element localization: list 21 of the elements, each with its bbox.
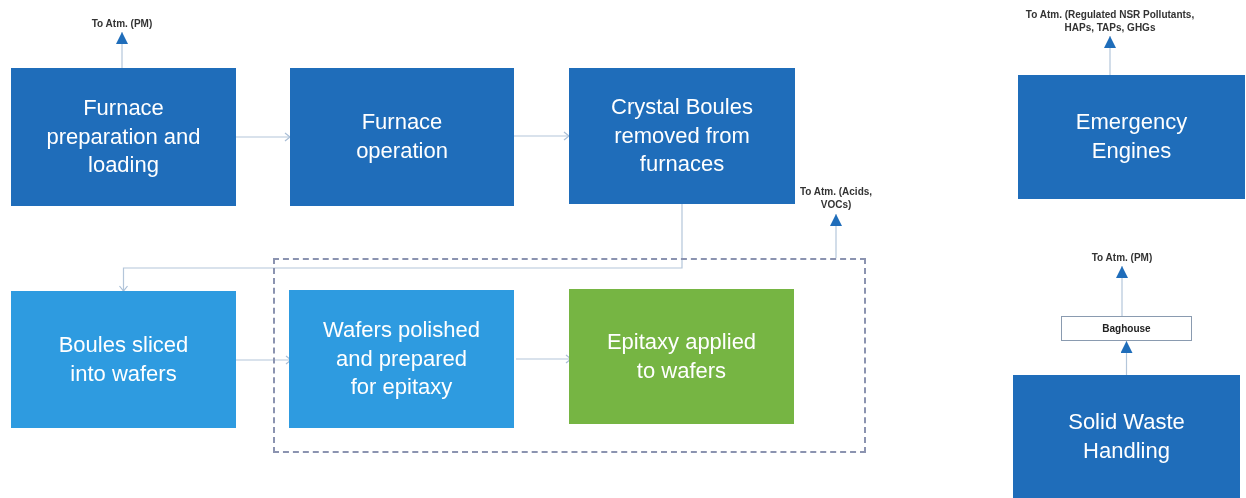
arrow <box>118 203 683 292</box>
emission-label: To Atm. (PM) <box>72 16 172 32</box>
process-box: Furnace operation <box>290 68 514 206</box>
control-device-box: Baghouse <box>1061 316 1192 341</box>
arrow <box>1116 265 1128 317</box>
arrow <box>513 131 570 141</box>
process-box: Furnace preparation and loading <box>11 68 236 206</box>
emission-label: To Atm. (PM) <box>1072 250 1172 266</box>
process-box: Epitaxy applied to wafers <box>569 289 794 424</box>
arrow <box>830 213 842 259</box>
arrow <box>235 132 291 142</box>
arrow <box>1104 35 1116 76</box>
process-box: Emergency Engines <box>1018 75 1245 199</box>
process-box: Crystal Boules removed from furnaces <box>569 68 795 204</box>
process-box: Solid Waste Handling <box>1013 375 1240 498</box>
arrow <box>1120 340 1133 376</box>
dashed-group-box <box>273 258 866 453</box>
process-box: Wafers polished and prepared for epitaxy <box>289 290 514 428</box>
arrow <box>116 31 128 69</box>
emission-label: To Atm. (Regulated NSR Pollutants, HAPs, TAPs, GHGs <box>1010 6 1210 36</box>
process-box: Boules sliced into wafers <box>11 291 236 428</box>
